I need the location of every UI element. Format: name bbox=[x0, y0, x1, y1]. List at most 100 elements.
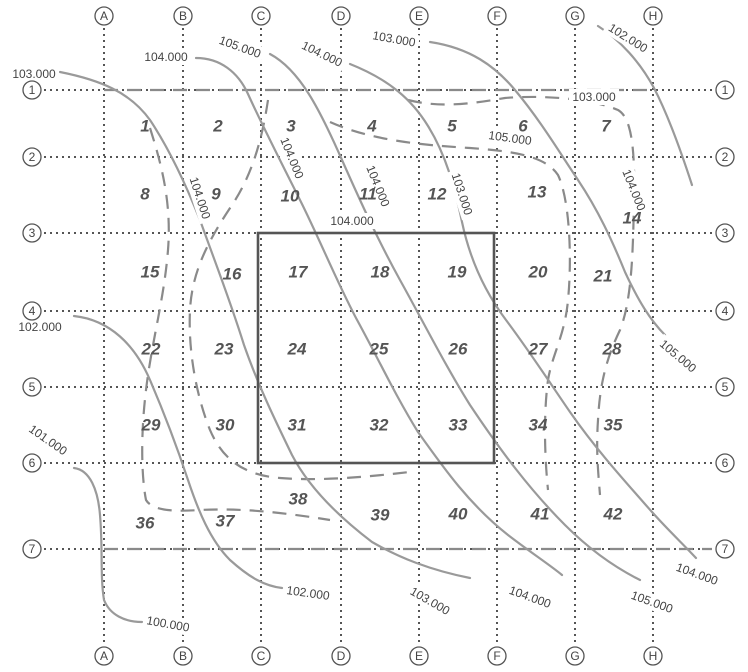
column-marker-circle bbox=[565, 646, 585, 666]
column-marker-label: A bbox=[100, 9, 108, 23]
column-marker-c-bottom: C bbox=[251, 646, 271, 666]
row-marker-circle bbox=[22, 453, 42, 473]
column-marker-label: D bbox=[337, 9, 346, 23]
row-marker-label: 5 bbox=[29, 380, 36, 394]
elevation-label-bg bbox=[625, 585, 679, 619]
cell-number-10: 10 bbox=[281, 187, 300, 206]
cell-number-42: 42 bbox=[603, 505, 623, 524]
column-marker-label: G bbox=[570, 649, 579, 663]
contour-102-east bbox=[596, 24, 694, 187]
cell-number-20: 20 bbox=[528, 263, 548, 282]
elevation-label: 102.000 bbox=[282, 581, 334, 605]
column-marker-label: C bbox=[257, 649, 266, 663]
column-marker-circle bbox=[643, 6, 663, 26]
column-marker-circle bbox=[251, 6, 271, 26]
cell-number-11: 11 bbox=[359, 185, 377, 204]
cell-number-28: 28 bbox=[602, 340, 622, 359]
elevation-label-bg bbox=[141, 49, 191, 65]
column-marker-label: E bbox=[415, 649, 423, 663]
cell-number-21: 21 bbox=[593, 267, 613, 286]
row-marker-label: 3 bbox=[722, 226, 729, 240]
column-marker-label: G bbox=[570, 9, 579, 23]
cell-number-33: 33 bbox=[449, 416, 468, 435]
cell-number-22: 22 bbox=[141, 340, 161, 359]
elevation-label-bg bbox=[484, 126, 536, 150]
column-marker-g-top: G bbox=[565, 6, 585, 26]
row-marker-label: 2 bbox=[29, 150, 36, 164]
elevation-label: 104.000 bbox=[670, 557, 724, 591]
elevation-label: 105.000 bbox=[625, 585, 679, 619]
elevation-label-text: 103.000 bbox=[12, 67, 56, 81]
cell-number-30: 30 bbox=[216, 416, 235, 435]
column-marker-circle bbox=[643, 646, 663, 666]
cell-number-25: 25 bbox=[369, 340, 389, 359]
cell-number-32: 32 bbox=[370, 416, 389, 435]
row-marker-2-left: 2 bbox=[22, 147, 42, 167]
cell-number-41: 41 bbox=[530, 505, 550, 524]
column-marker-label: H bbox=[649, 9, 658, 23]
row-marker-label: 7 bbox=[29, 542, 36, 556]
row-marker-label: 4 bbox=[29, 304, 36, 318]
cell-number-38: 38 bbox=[289, 490, 308, 509]
elevation-label-bg bbox=[275, 131, 309, 185]
column-marker-e-bottom: E bbox=[409, 646, 429, 666]
elevation-label-text: 104.000 bbox=[507, 583, 553, 611]
row-marker-circle bbox=[22, 80, 42, 100]
column-marker-a-bottom: A bbox=[94, 646, 114, 666]
column-marker-circle bbox=[94, 6, 114, 26]
elevation-label: 105.000 bbox=[213, 30, 267, 64]
elevation-label: 104.000 bbox=[141, 49, 191, 65]
column-marker-circle bbox=[565, 6, 585, 26]
row-marker-3-left: 3 bbox=[22, 223, 42, 243]
elevation-label: 103.000 bbox=[569, 89, 619, 105]
cell-number-5: 5 bbox=[447, 117, 457, 136]
elevation-label-text: 102.000 bbox=[286, 583, 331, 603]
cell-number-6: 6 bbox=[518, 117, 528, 136]
elevation-label: 103.000 bbox=[9, 66, 59, 82]
cell-number-40: 40 bbox=[448, 505, 468, 524]
column-marker-circle bbox=[173, 646, 193, 666]
elevation-label-text: 104.000 bbox=[299, 38, 344, 70]
column-marker-circle bbox=[173, 6, 193, 26]
row-marker-label: 6 bbox=[722, 456, 729, 470]
column-marker-label: H bbox=[649, 649, 658, 663]
column-marker-label: A bbox=[100, 649, 108, 663]
cell-number-27: 27 bbox=[528, 340, 549, 359]
elevation-label: 104.000 bbox=[503, 580, 557, 614]
contour-105-middle bbox=[268, 52, 642, 582]
boundary-outer-left bbox=[141, 127, 331, 522]
elevation-label-bg bbox=[361, 159, 395, 213]
row-marker-circle bbox=[22, 539, 42, 559]
elevation-label-text: 103.000 bbox=[449, 171, 476, 217]
cell-number-24: 24 bbox=[287, 340, 307, 359]
elevation-label: 103.000 bbox=[446, 167, 478, 221]
cell-number-34: 34 bbox=[529, 416, 548, 435]
column-marker-c-top: C bbox=[251, 6, 271, 26]
elevation-label-bg bbox=[503, 580, 557, 614]
column-marker-d-bottom: D bbox=[331, 646, 351, 666]
row-marker-2-right: 2 bbox=[715, 147, 735, 167]
column-marker-e-top: E bbox=[409, 6, 429, 26]
row-marker-circle bbox=[715, 453, 735, 473]
column-marker-label: C bbox=[257, 9, 266, 23]
row-marker-label: 1 bbox=[722, 83, 729, 97]
cell-number-14: 14 bbox=[623, 209, 642, 228]
cell-number-2: 2 bbox=[212, 117, 223, 136]
elevation-label: 103.000 bbox=[404, 581, 456, 621]
cell-number-7: 7 bbox=[601, 117, 612, 136]
contour-103-west bbox=[58, 70, 472, 580]
elevation-label-text: 104.000 bbox=[277, 135, 306, 181]
cell-number-15: 15 bbox=[141, 263, 160, 282]
elevation-label-text: 101.000 bbox=[26, 422, 70, 459]
elevation-label-text: 105.000 bbox=[657, 337, 699, 376]
column-marker-a-top: A bbox=[94, 6, 114, 26]
elevation-label-text: 105.000 bbox=[217, 33, 263, 61]
column-marker-b-top: B bbox=[173, 6, 193, 26]
cell-number-1: 1 bbox=[140, 117, 149, 136]
row-marker-7-left: 7 bbox=[22, 539, 42, 559]
column-marker-h-bottom: H bbox=[643, 646, 663, 666]
